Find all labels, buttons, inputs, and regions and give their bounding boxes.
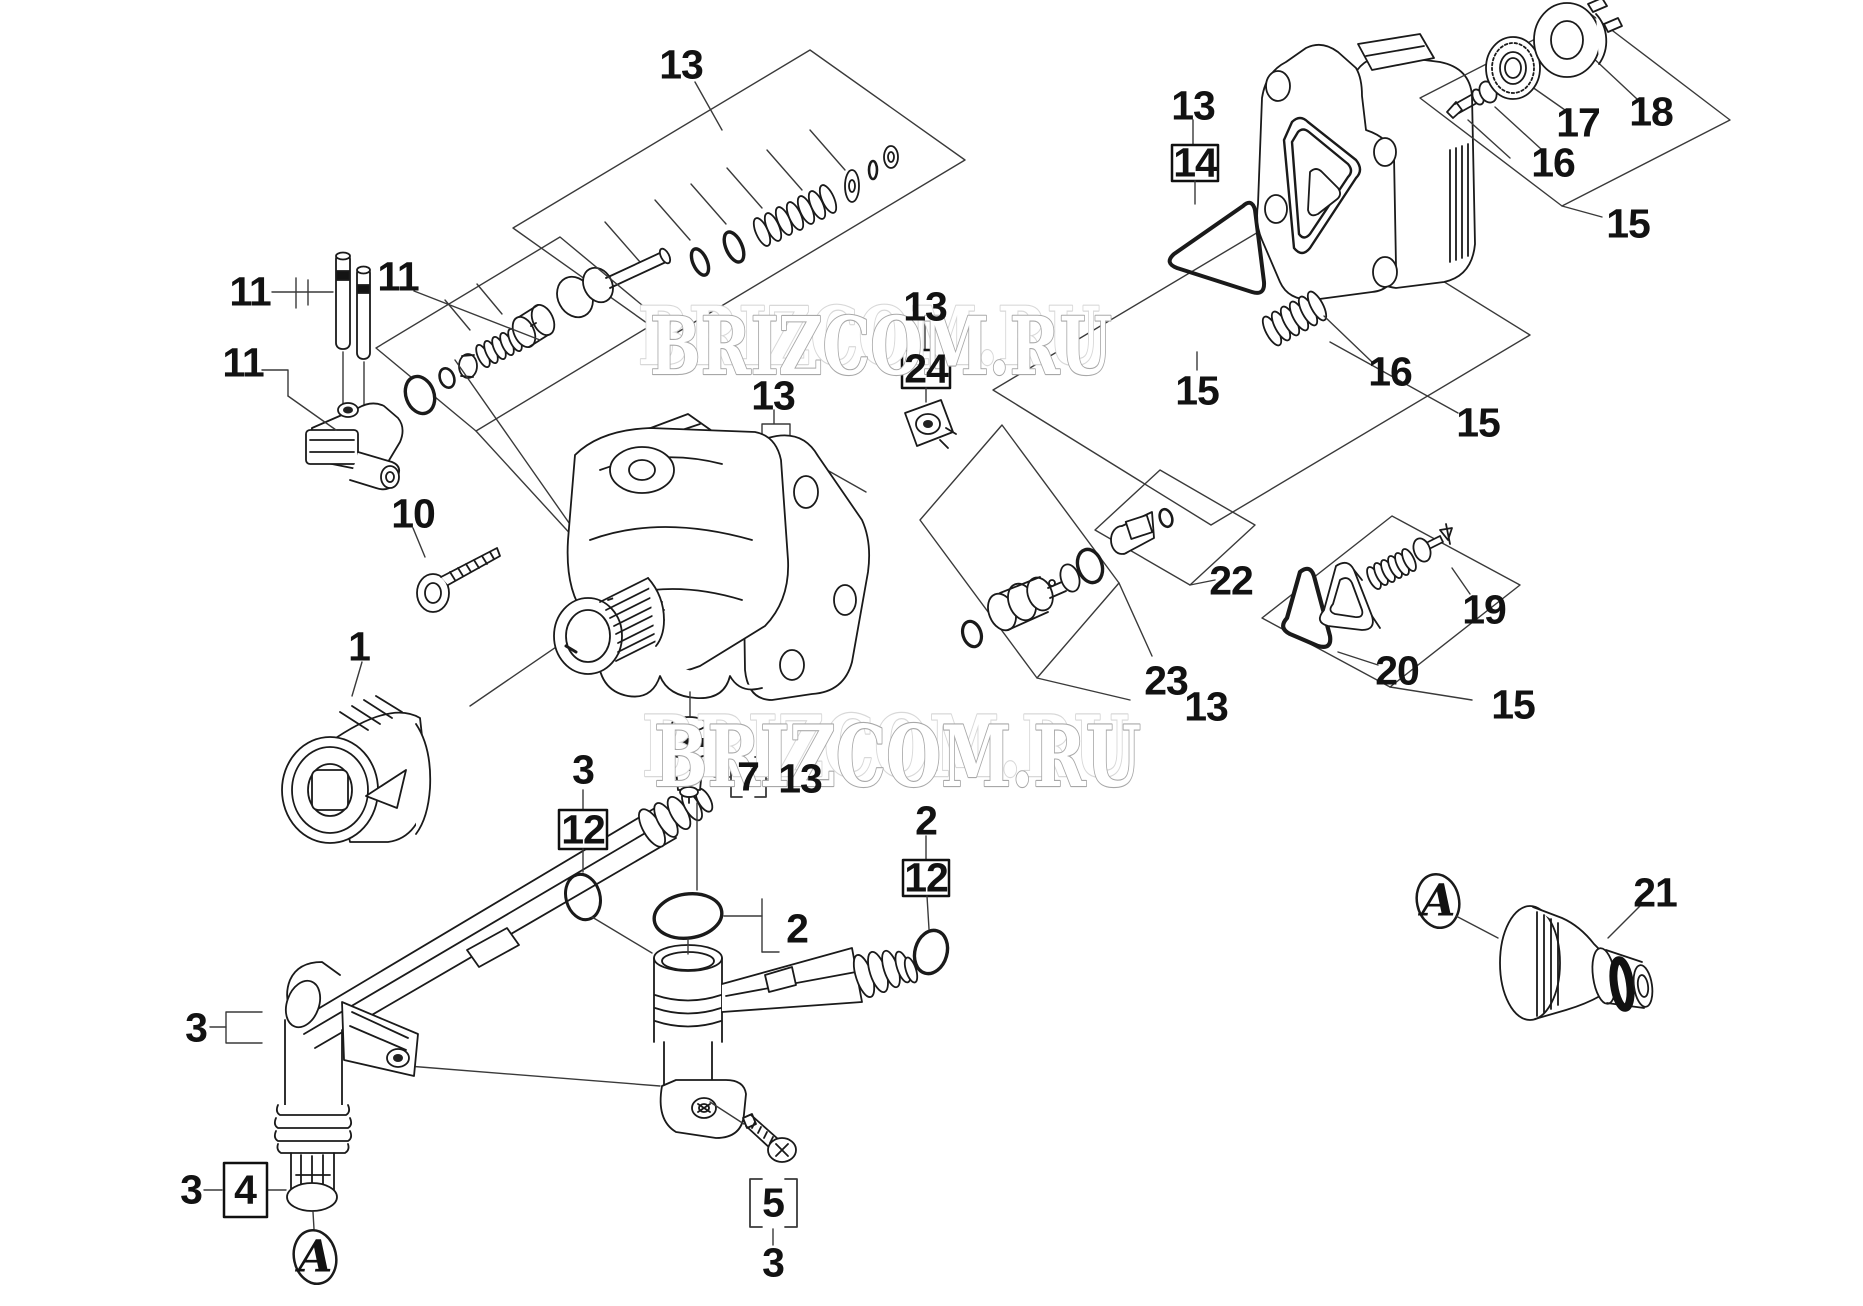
filter-4 [286,1152,338,1212]
pump-housing [553,413,871,701]
valve-7 [671,691,707,891]
marker-a-oval-1 [292,1228,338,1286]
part-label-7: 7 [737,753,760,800]
part-label-19: 19 [1462,586,1507,633]
valve-kit-13-parts [556,145,899,319]
bolt-10 [412,527,501,613]
watermark-text-1: BRIZCOM.RU [650,299,1112,393]
part-label-15-d: 15 [1491,681,1536,728]
valve-kit-23 [919,424,1153,701]
part-label-3-b: 3 [185,1004,208,1051]
label-3-brackets [203,1011,287,1191]
part-label-11-b: 11 [377,253,419,300]
part-label-12-b: 12 [904,854,949,901]
part-label-15-a: 15 [1175,367,1220,414]
part-label-2-b: 2 [915,797,938,844]
valve-body-11 [305,402,404,491]
part-label-24: 24 [904,345,949,392]
watermark-echo-2: BRIZCOM.RU [642,697,1129,796]
part-label-3-a: 3 [572,746,595,793]
part-label-23: 23 [1144,657,1189,704]
nut-kit-22 [1094,469,1256,586]
inlet-pipe-3 [273,787,714,1230]
head-kit-outline [992,199,1531,526]
part-label-18: 18 [1629,88,1674,135]
part-label-17: 17 [1556,99,1601,146]
part-label-4: 4 [234,1166,257,1213]
spring-16 [1258,288,1459,414]
hose-adapter-21 [1415,872,1654,1021]
part-label-13-e: 13 [1184,683,1229,730]
part-label-13-f: 13 [778,755,823,802]
part-label-13-b: 13 [751,372,796,419]
valve-kit-19-20 [1261,515,1521,701]
marker-label-a-2: A [1421,875,1455,927]
screw-5 [709,1101,797,1163]
watermark-echo-1: BRIZCOM.RU [638,289,1100,383]
part-label-20: 20 [1375,647,1420,694]
marker-a-oval-2 [1415,872,1461,930]
part-label-3-d: 3 [762,1239,785,1286]
cylinder-head-15 [1256,33,1476,301]
part-label-11-a: 11 [229,268,271,315]
coupling-1 [281,661,432,844]
part-label-2-a: 2 [786,905,809,952]
part-label-3-c: 3 [180,1166,203,1213]
part-label-16-b: 16 [1368,348,1413,395]
bolt-16 [1446,80,1498,119]
part-label-13-d: 13 [1171,82,1216,129]
part-label-12-a: 12 [561,806,606,853]
label-11-leaders [261,277,541,431]
marker-label-a-1: A [298,1231,332,1283]
part-label-15-c: 15 [1456,399,1501,446]
watermark: BRIZCOM.RU BRIZCOM.RU BRIZCOM.RU BRIZCOM… [637,288,1142,807]
part-label-11-c: 11 [222,339,264,386]
part-label-10: 10 [391,490,436,537]
gasket-14 [1167,119,1267,371]
part-label-1: 1 [348,623,371,670]
kit-brackets [713,756,834,1246]
part-label-13-a: 13 [659,41,704,88]
part-label-13-c: 13 [903,283,948,330]
seal-17 [1485,36,1541,100]
part-label-16-a: 16 [1531,139,1576,186]
cap-18 [1533,0,1623,78]
watermark-text-2: BRIZCOM.RU [654,707,1141,806]
pin-set-11 [335,251,371,429]
part-label-21: 21 [1633,869,1678,916]
part-label-15-b: 15 [1606,200,1651,247]
housing-threaded-port [553,572,665,675]
part-label-14: 14 [1173,139,1218,186]
valve-kit-13-outline [512,49,966,339]
outlet-pipe-3 [653,944,919,1139]
valve-kit-11-parts [403,303,556,416]
part-label-22: 22 [1209,557,1254,604]
valve-24 [900,321,957,449]
part-label-5: 5 [762,1179,785,1226]
label-4-box [222,1161,269,1219]
o-rings-2-12 [557,789,951,976]
